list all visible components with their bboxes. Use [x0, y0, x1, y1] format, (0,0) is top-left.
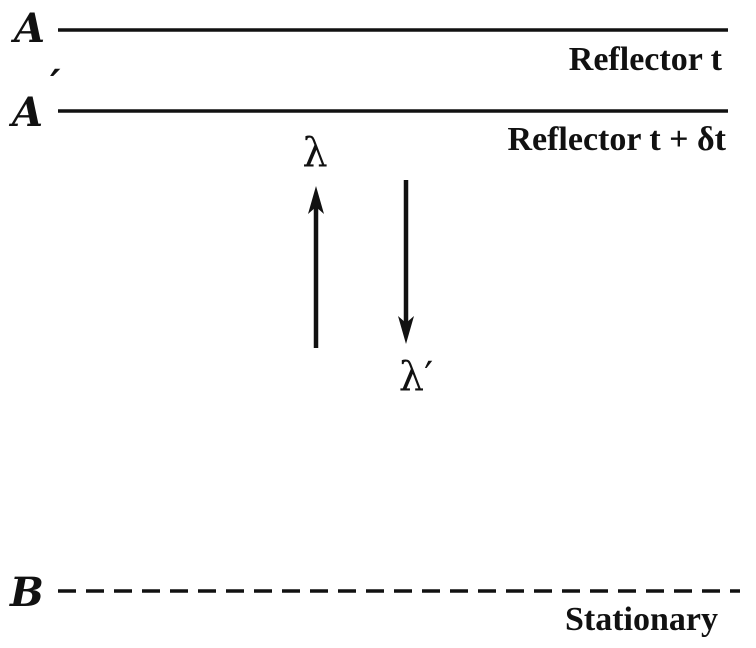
label-a-prime-mark: ′ — [50, 61, 61, 108]
incident-arrow-head — [308, 186, 324, 214]
label-b: B — [9, 569, 44, 616]
label-reflector-t-dt: Reflector t + δt — [507, 121, 726, 158]
label-a: A — [10, 5, 45, 52]
label-stationary: Stationary — [565, 601, 718, 638]
label-reflector-t: Reflector t — [569, 41, 723, 78]
label-a-prime: A — [8, 89, 43, 136]
label-lambda: λ — [302, 130, 327, 176]
label-lambda-prime: λ′ — [399, 354, 433, 400]
reflected-arrow-head — [398, 316, 414, 344]
